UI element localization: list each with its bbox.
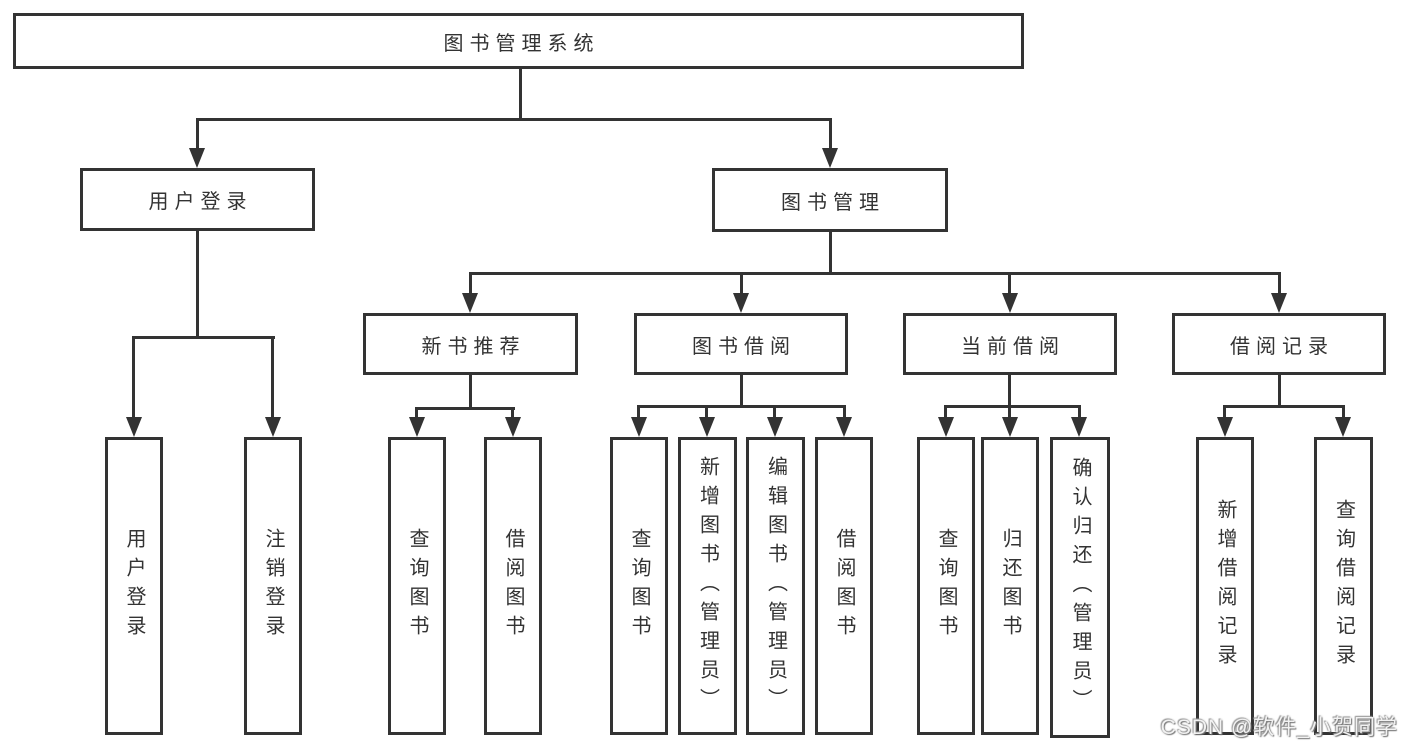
connector-drop-bb-borrow [843, 405, 846, 421]
node-current-borrowing-label: 当前借阅 [961, 335, 1065, 358]
connector-drop-bb-query [637, 405, 640, 421]
arrowhead-book-borrow [733, 293, 749, 313]
leaf-cb-return-book: 归还图书 [981, 437, 1039, 735]
connector-level1-rail [196, 118, 832, 121]
node-root-label: 图书管理系统 [443, 32, 600, 55]
arrowhead-cb-return [1002, 417, 1018, 437]
leaf-user-login-label: 用户登录 [123, 528, 145, 644]
leaf-bb-add-book-admin: 新增图书（管理员） [678, 437, 737, 735]
leaf-br-query-record: 查询借阅记录 [1314, 437, 1373, 735]
connector-drop-current-borrow [1008, 272, 1011, 297]
node-user-login-label: 用户登录 [148, 191, 253, 213]
leaf-nb-query-book: 查询图书 [388, 437, 446, 735]
node-book-management: 图书管理 [712, 168, 948, 232]
arrowhead-cb-confirm [1071, 417, 1087, 437]
leaf-cb-query-book: 查询图书 [917, 437, 975, 735]
leaf-cb-confirm-return-admin: 确认归还（管理员） [1050, 437, 1110, 738]
connector-user-login-stub [196, 231, 199, 339]
leaf-logout-label: 注销登录 [262, 528, 284, 644]
connector-book-borrow-rail [637, 405, 846, 408]
arrowhead-bb-query [631, 417, 647, 437]
connector-drop-bb-edit [773, 405, 776, 421]
arrowhead-nb-borrow [505, 417, 521, 437]
connector-borrow-record-rail [1223, 405, 1345, 408]
leaf-bb-borrow-book-label: 借阅图书 [833, 528, 855, 644]
connector-book-borrow-stub [740, 375, 743, 408]
connector-drop-nb-borrow [511, 407, 514, 421]
arrowhead-user-login [189, 148, 205, 168]
connector-root-stub [519, 69, 522, 121]
connector-drop-user-login [196, 118, 199, 150]
node-current-borrowing: 当前借阅 [903, 313, 1117, 375]
connector-drop-leaf-logout [271, 336, 274, 421]
arrowhead-br-query [1335, 417, 1351, 437]
leaf-br-add-record: 新增借阅记录 [1196, 437, 1254, 735]
leaf-user-login: 用户登录 [105, 437, 163, 735]
leaf-cb-return-book-label: 归还图书 [999, 528, 1021, 644]
leaf-bb-query-book: 查询图书 [610, 437, 668, 735]
leaf-bb-query-book-label: 查询图书 [628, 528, 650, 644]
leaf-cb-query-book-label: 查询图书 [935, 528, 957, 644]
node-book-borrowing: 图书借阅 [634, 313, 848, 375]
node-user-login: 用户登录 [80, 168, 315, 231]
connector-current-borrow-rail [944, 405, 1081, 408]
connector-drop-leaf-login [132, 336, 135, 421]
connector-new-book-rail [415, 407, 515, 410]
leaf-nb-borrow-book-label: 借阅图书 [502, 528, 524, 644]
connector-drop-cb-query [944, 405, 947, 421]
arrowhead-bb-borrow [836, 417, 852, 437]
leaf-nb-query-book-label: 查询图书 [406, 528, 428, 644]
connector-user-login-rail [133, 336, 275, 339]
csdn-watermark: CSDN @软件_小贺同学 [1160, 716, 1398, 739]
leaf-bb-add-book-admin-label: 新增图书（管理员） [696, 455, 719, 717]
arrowhead-bb-edit [767, 417, 783, 437]
connector-drop-book-mgmt [829, 118, 832, 150]
connector-drop-cb-return [1008, 405, 1011, 421]
connector-drop-bb-add [705, 405, 708, 421]
leaf-logout: 注销登录 [244, 437, 302, 735]
connector-drop-cb-confirm [1078, 405, 1081, 421]
leaf-bb-edit-book-admin: 编辑图书（管理员） [746, 437, 805, 735]
connector-drop-new-book [469, 272, 472, 297]
arrowhead-current-borrow [1002, 293, 1018, 313]
leaf-br-add-record-label: 新增借阅记录 [1214, 499, 1236, 673]
connector-drop-br-add [1223, 405, 1226, 421]
arrowhead-nb-query [409, 417, 425, 437]
leaf-br-query-record-label: 查询借阅记录 [1332, 499, 1355, 673]
connector-drop-br-query [1342, 405, 1345, 421]
arrowhead-book-mgmt [822, 148, 838, 168]
node-borrowing-records-label: 借阅记录 [1230, 335, 1334, 358]
arrowhead-br-add [1217, 417, 1233, 437]
connector-drop-borrow-record [1278, 272, 1281, 297]
arrowhead-leaf-logout [265, 417, 281, 437]
leaf-nb-borrow-book: 借阅图书 [484, 437, 542, 735]
arrowhead-leaf-login [126, 417, 142, 437]
leaf-cb-confirm-return-admin-label: 确认归还（管理员） [1069, 457, 1091, 718]
node-book-management-label: 图书管理 [781, 191, 885, 214]
node-book-borrowing-label: 图书借阅 [692, 335, 796, 358]
node-new-book-recommend-label: 新书推荐 [421, 335, 526, 358]
leaf-bb-borrow-book: 借阅图书 [815, 437, 873, 735]
connector-borrow-record-stub [1278, 375, 1281, 408]
arrowhead-new-book [462, 293, 478, 313]
connector-book-mgmt-stub [829, 232, 832, 275]
connector-current-borrow-stub [1008, 375, 1011, 408]
node-new-book-recommend: 新书推荐 [363, 313, 578, 375]
arrowhead-borrow-record [1271, 293, 1287, 313]
connector-level3-rail [469, 272, 1281, 275]
node-root-library-system: 图书管理系统 [13, 13, 1024, 69]
connector-new-book-stub [469, 375, 472, 410]
connector-drop-book-borrow [740, 272, 743, 297]
arrowhead-bb-add [699, 417, 715, 437]
leaf-bb-edit-book-admin-label: 编辑图书（管理员） [764, 455, 787, 717]
node-borrowing-records: 借阅记录 [1172, 313, 1386, 375]
arrowhead-cb-query [938, 417, 954, 437]
connector-drop-nb-query [415, 407, 418, 421]
